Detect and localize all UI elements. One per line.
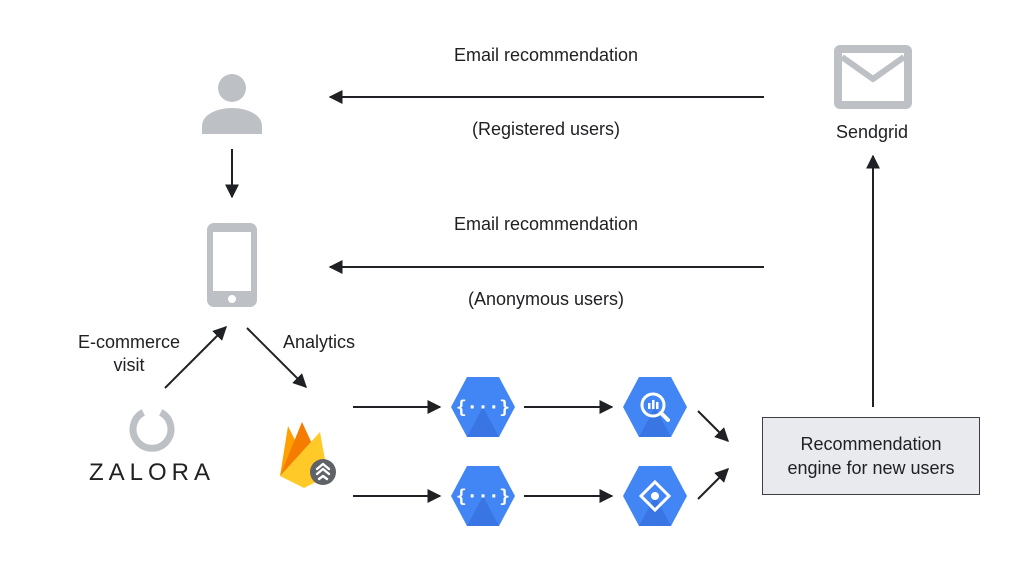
middle-flow-label: Email recommendation xyxy=(453,214,639,234)
smartphone-icon xyxy=(207,223,257,307)
top-flow-label: Email recommendation xyxy=(453,45,639,65)
cloud-functions-icon-2: {···} xyxy=(451,466,515,526)
sendgrid-label: Sendgrid xyxy=(835,122,909,142)
ecommerce-line-2: visit xyxy=(113,355,145,375)
zalora-logo-icon xyxy=(129,409,175,452)
mail-icon xyxy=(834,45,912,109)
svg-text:{···}: {···} xyxy=(456,486,510,507)
ml-engine-icon xyxy=(623,466,687,526)
engine-line-2: engine for new users xyxy=(787,458,955,478)
firebase-icon xyxy=(280,422,336,488)
cloud-functions-icon: {···} xyxy=(451,377,515,437)
bigquery-icon xyxy=(623,377,687,437)
zalora-wordmark: ZALORA xyxy=(88,459,216,486)
analytics-label: Analytics xyxy=(283,332,356,352)
arrow-ml-to-engine xyxy=(697,468,729,500)
arrow-phone-to-firebase xyxy=(246,327,307,388)
arrow-zalora-to-phone xyxy=(164,326,227,389)
middle-flow-sublabel: (Anonymous users) xyxy=(467,289,625,309)
engine-line-1: Recommendation xyxy=(800,434,942,454)
recommendation-engine-box: Recommendation engine for new users xyxy=(762,417,980,495)
svg-text:{···}: {···} xyxy=(456,397,510,418)
user-icon xyxy=(202,74,262,134)
arrow-bigquery-to-engine xyxy=(697,410,729,442)
ecommerce-line-1: E-commerce xyxy=(77,332,181,352)
ecommerce-visit-label: E-commerce visit xyxy=(78,331,180,377)
top-flow-sublabel: (Registered users) xyxy=(471,119,621,139)
